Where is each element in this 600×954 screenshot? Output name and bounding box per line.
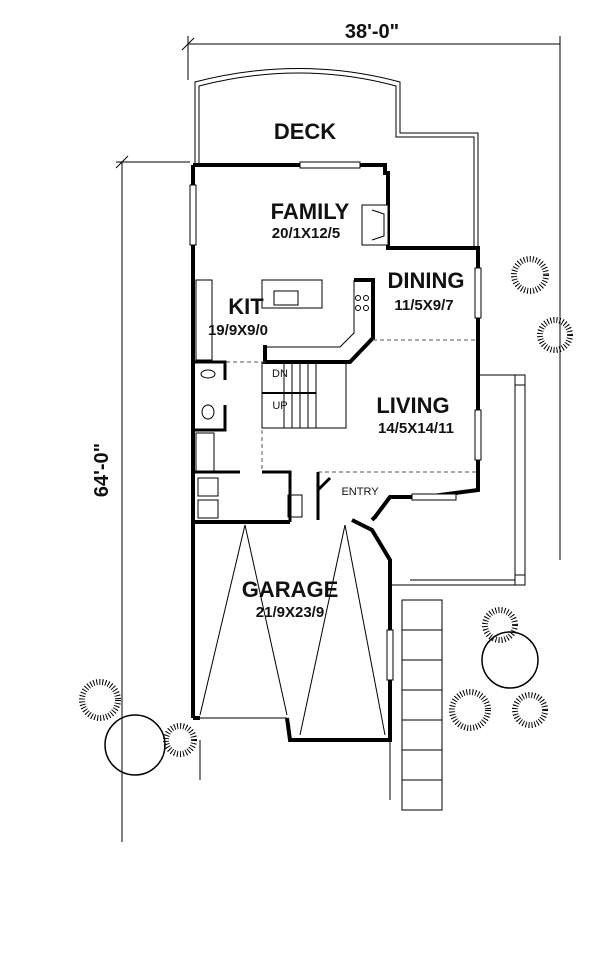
exterior-walls [191, 163, 480, 742]
deck-outline [194, 68, 479, 250]
garage-label: GARAGE [242, 577, 339, 602]
width-dimension: 38'-0" [181, 21, 561, 560]
stairs-down-label: DN [272, 368, 288, 380]
walkway [401, 599, 443, 811]
entry-label: ENTRY [341, 486, 379, 498]
windows [189, 161, 482, 681]
shrubs [79, 256, 573, 776]
fireplace [361, 204, 389, 246]
width-label: 38'-0" [345, 21, 399, 43]
garage-doors [199, 524, 386, 736]
depth-label: 64'-0" [91, 443, 113, 497]
living-size: 14/5X14/11 [378, 420, 454, 437]
deck-label: DECK [274, 119, 336, 144]
kitchen-label: KIT [228, 294, 264, 319]
staircase: DN UP [261, 362, 347, 429]
garage-size: 21/9X23/9 [256, 604, 324, 621]
dining-label: DINING [388, 268, 465, 293]
kitchen-size: 19/9X9/0 [208, 322, 268, 339]
dining-size: 11/5X9/7 [394, 297, 453, 314]
porch [390, 374, 526, 586]
living-label: LIVING [376, 393, 449, 418]
family-label: FAMILY [271, 199, 350, 224]
powder-room [193, 360, 303, 522]
kitchen-fixtures [195, 278, 478, 364]
family-size: 20/1X12/5 [272, 225, 340, 242]
stairs-up-label: UP [272, 400, 287, 412]
depth-dimension: 64'-0" [91, 155, 190, 842]
